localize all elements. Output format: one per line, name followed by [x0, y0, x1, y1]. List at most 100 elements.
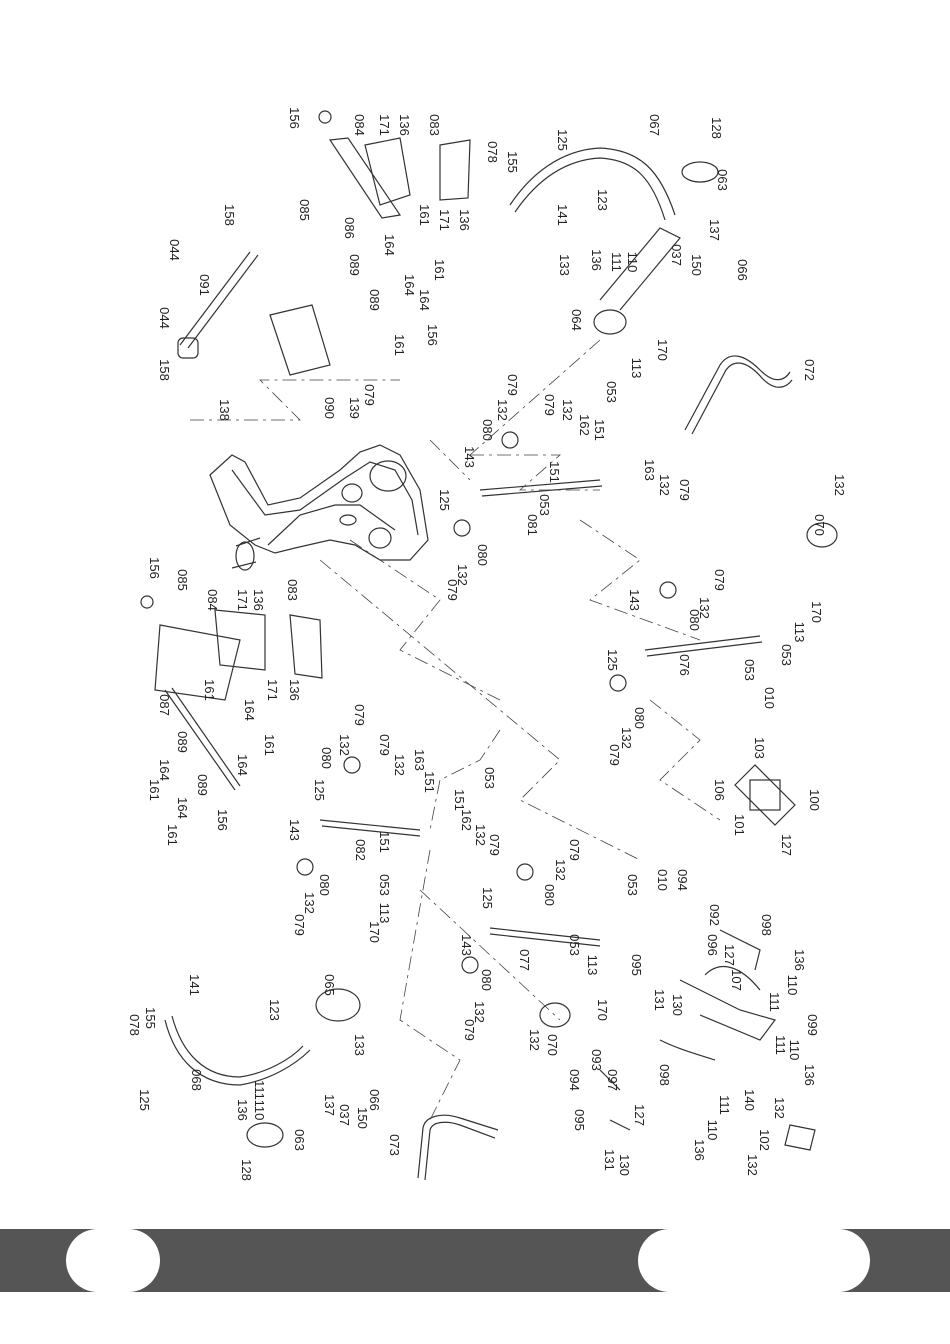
- handlebar-068: [164, 988, 361, 1148]
- part-label-p080a: 080: [480, 419, 495, 441]
- part-label-p089c: 089: [175, 731, 190, 753]
- part-label-p111d: 111: [252, 1080, 267, 1100]
- part-label-p091: 091: [197, 274, 212, 296]
- part-label-p125b: 125: [437, 489, 452, 511]
- part-label-p171c: 171: [235, 589, 250, 611]
- part-label-p083a: 083: [427, 114, 442, 136]
- part-label-p066b: 066: [367, 1089, 382, 1111]
- part-label-p132g: 132: [619, 727, 634, 749]
- part-label-p125e: 125: [480, 887, 495, 909]
- part-label-p123a: 123: [595, 189, 610, 211]
- part-label-p103: 103: [752, 737, 767, 759]
- base-099: [599, 929, 816, 1151]
- page-number-pill-left: [66, 1229, 160, 1292]
- part-label-p136a: 136: [397, 114, 412, 136]
- part-label-p151e: 151: [377, 831, 392, 853]
- part-label-p164a: 164: [382, 234, 397, 256]
- part-label-p132e: 132: [832, 474, 847, 496]
- part-label-p089d: 089: [195, 774, 210, 796]
- part-label-p068: 068: [189, 1069, 204, 1091]
- part-label-p085b: 085: [175, 569, 190, 591]
- part-label-p085a: 085: [297, 199, 312, 221]
- part-label-p110e: 110: [705, 1120, 720, 1141]
- part-label-p083b: 083: [285, 579, 300, 601]
- part-label-p072: 072: [802, 359, 817, 381]
- part-label-p079b: 079: [505, 374, 520, 396]
- part-label-p164e: 164: [235, 754, 250, 776]
- part-label-p096: 096: [705, 934, 720, 956]
- part-label-p125f: 125: [137, 1089, 152, 1111]
- part-label-p079a: 079: [362, 384, 377, 406]
- part-label-p053h: 053: [567, 934, 582, 956]
- part-label-p143b: 143: [627, 589, 642, 611]
- part-label-p113b: 113: [792, 622, 807, 643]
- part-label-p053g: 053: [625, 874, 640, 896]
- part-label-p128b: 128: [239, 1159, 254, 1181]
- part-label-p102: 102: [757, 1129, 772, 1151]
- part-label-p155a: 155: [505, 151, 520, 173]
- part-label-p132c: 132: [657, 474, 672, 496]
- part-label-p128a: 128: [709, 117, 724, 139]
- part-label-p093: 093: [589, 1049, 604, 1071]
- part-label-p092: 092: [707, 904, 722, 926]
- main-frame: [209, 444, 429, 571]
- part-label-p079i: 079: [377, 734, 392, 756]
- part-label-p138: 138: [217, 399, 232, 421]
- part-label-p161b: 161: [432, 259, 447, 281]
- part-label-p158a: 158: [222, 204, 237, 226]
- part-label-p097: 097: [605, 1069, 620, 1091]
- part-label-p139: 139: [347, 397, 362, 419]
- part-label-p143c: 143: [287, 819, 302, 841]
- part-label-p101: 101: [732, 814, 747, 836]
- part-label-p163b: 163: [412, 749, 427, 771]
- part-label-p125c: 125: [605, 649, 620, 671]
- part-label-p111c: 111: [773, 1035, 788, 1055]
- part-label-p080c: 080: [687, 609, 702, 631]
- part-label-p089b: 089: [367, 289, 382, 311]
- part-label-p079e: 079: [445, 579, 460, 601]
- part-label-p161g: 161: [165, 824, 180, 846]
- part-label-p078b: 078: [127, 1014, 142, 1036]
- part-label-p136d: 136: [251, 589, 266, 611]
- part-label-p164f: 164: [175, 797, 190, 819]
- part-label-p044a: 044: [167, 239, 182, 261]
- part-label-p084b: 084: [205, 589, 220, 611]
- part-label-p156b: 156: [425, 324, 440, 346]
- part-label-p136i: 136: [692, 1139, 707, 1161]
- part-label-p065: 065: [322, 974, 337, 996]
- part-label-p080g: 080: [542, 884, 557, 906]
- part-label-p110d: 110: [252, 1100, 267, 1121]
- part-label-p170a: 170: [655, 339, 670, 361]
- part-label-p077: 077: [517, 949, 532, 971]
- part-label-p113d: 113: [585, 955, 600, 976]
- part-label-p067: 067: [647, 114, 662, 136]
- part-label-p132o: 132: [772, 1097, 787, 1119]
- part-label-p111b: 111: [767, 992, 782, 1012]
- part-label-p113c: 113: [377, 903, 392, 924]
- part-label-p079f: 079: [712, 569, 727, 591]
- part-label-p053d: 053: [742, 659, 757, 681]
- part-label-p131b: 131: [602, 1149, 617, 1171]
- part-label-p132b: 132: [560, 399, 575, 421]
- part-label-p080e: 080: [319, 747, 334, 769]
- part-label-p151a: 151: [592, 419, 607, 441]
- part-label-p053c: 053: [779, 644, 794, 666]
- part-label-p079d: 079: [677, 479, 692, 501]
- part-label-p066a: 066: [735, 259, 750, 281]
- part-label-p162b: 162: [459, 809, 474, 831]
- part-label-p150b: 150: [355, 1107, 370, 1129]
- part-label-p164g: 164: [157, 759, 172, 781]
- part-label-p171d: 171: [265, 679, 280, 701]
- part-label-p098a: 098: [759, 914, 774, 936]
- part-label-p162a: 162: [577, 414, 592, 436]
- part-label-p127a: 127: [779, 834, 794, 856]
- pedal-assembly-bottom: [140, 595, 323, 791]
- part-label-p110c: 110: [787, 1040, 802, 1061]
- part-label-p136g: 136: [802, 1064, 817, 1086]
- console-100: [734, 764, 796, 826]
- part-label-p130a: 130: [670, 994, 685, 1016]
- part-label-p099: 099: [805, 1014, 820, 1036]
- part-label-p164d: 164: [242, 699, 257, 721]
- part-label-p073: 073: [387, 1134, 402, 1156]
